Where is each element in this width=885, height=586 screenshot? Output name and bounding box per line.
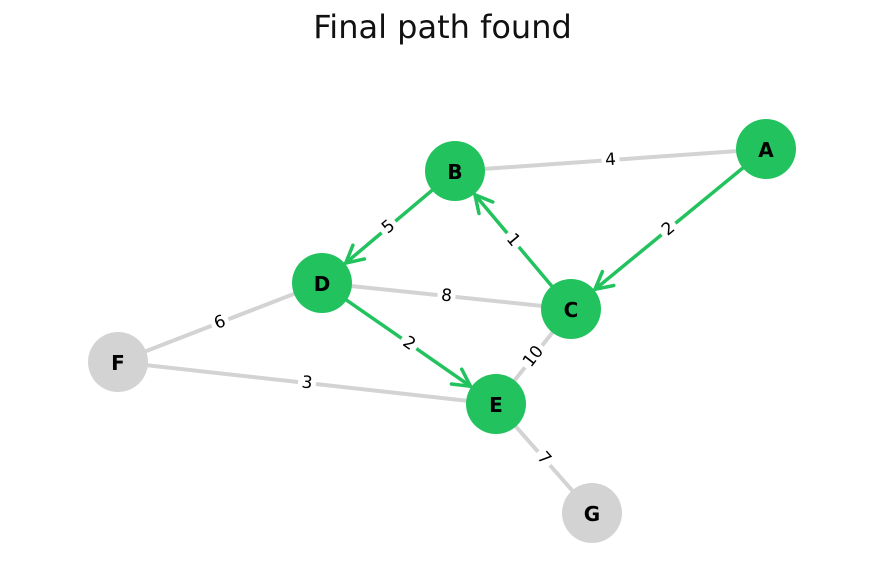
node-F: F — [88, 332, 148, 392]
arrowhead-icon — [473, 192, 495, 216]
weight-background — [529, 444, 559, 473]
diagram-title: Final path found — [313, 8, 572, 46]
node-D: D — [292, 253, 352, 313]
node-circle — [466, 374, 526, 434]
node-C: C — [541, 279, 601, 339]
arrowhead-icon — [593, 269, 616, 292]
node-label: E — [489, 393, 503, 417]
edge-weight-D-E: 2 — [395, 329, 423, 358]
weight-background — [516, 338, 551, 375]
node-label: F — [111, 351, 125, 375]
node-circle — [292, 253, 352, 313]
node-circle — [88, 332, 148, 392]
weight-background — [395, 329, 423, 358]
weight-background — [207, 308, 233, 337]
edge-weight-C-B: 1 — [498, 226, 528, 254]
nodes-layer: A B C D E F G — [88, 119, 796, 543]
edge-weight-A-C: 2 — [654, 214, 683, 244]
edge-weight-F-D: 6 — [207, 308, 233, 337]
edge-weight-B-A: 4 — [600, 148, 621, 172]
weight-background — [600, 148, 621, 172]
node-circle — [736, 119, 796, 179]
node-circle — [541, 279, 601, 339]
edge-weight-E-G: 7 — [529, 444, 559, 473]
edge-weight-B-D: 5 — [374, 212, 403, 242]
weight-background — [374, 212, 403, 242]
node-A: A — [736, 119, 796, 179]
arrowhead-icon — [343, 243, 367, 265]
node-label: G — [584, 502, 600, 526]
weight-background — [654, 214, 683, 244]
weight-background — [296, 371, 318, 395]
node-G: G — [562, 483, 622, 543]
node-circle — [562, 483, 622, 543]
node-label: D — [314, 272, 331, 296]
edge-weight-F-E: 3 — [296, 371, 318, 395]
edge-weight-text: 8 — [440, 285, 453, 306]
node-E: E — [466, 374, 526, 434]
node-label: B — [447, 160, 462, 184]
weight-background — [498, 226, 528, 254]
edge-weight-text: 3 — [301, 372, 314, 393]
arrowhead-icon — [449, 367, 473, 389]
edge-weight-text: 4 — [604, 150, 616, 171]
node-circle — [425, 141, 485, 201]
node-label: C — [564, 298, 579, 322]
weight-background — [436, 284, 457, 308]
node-label: A — [758, 138, 774, 162]
edge-weight-D-C: 8 — [436, 284, 457, 308]
node-B: B — [425, 141, 485, 201]
